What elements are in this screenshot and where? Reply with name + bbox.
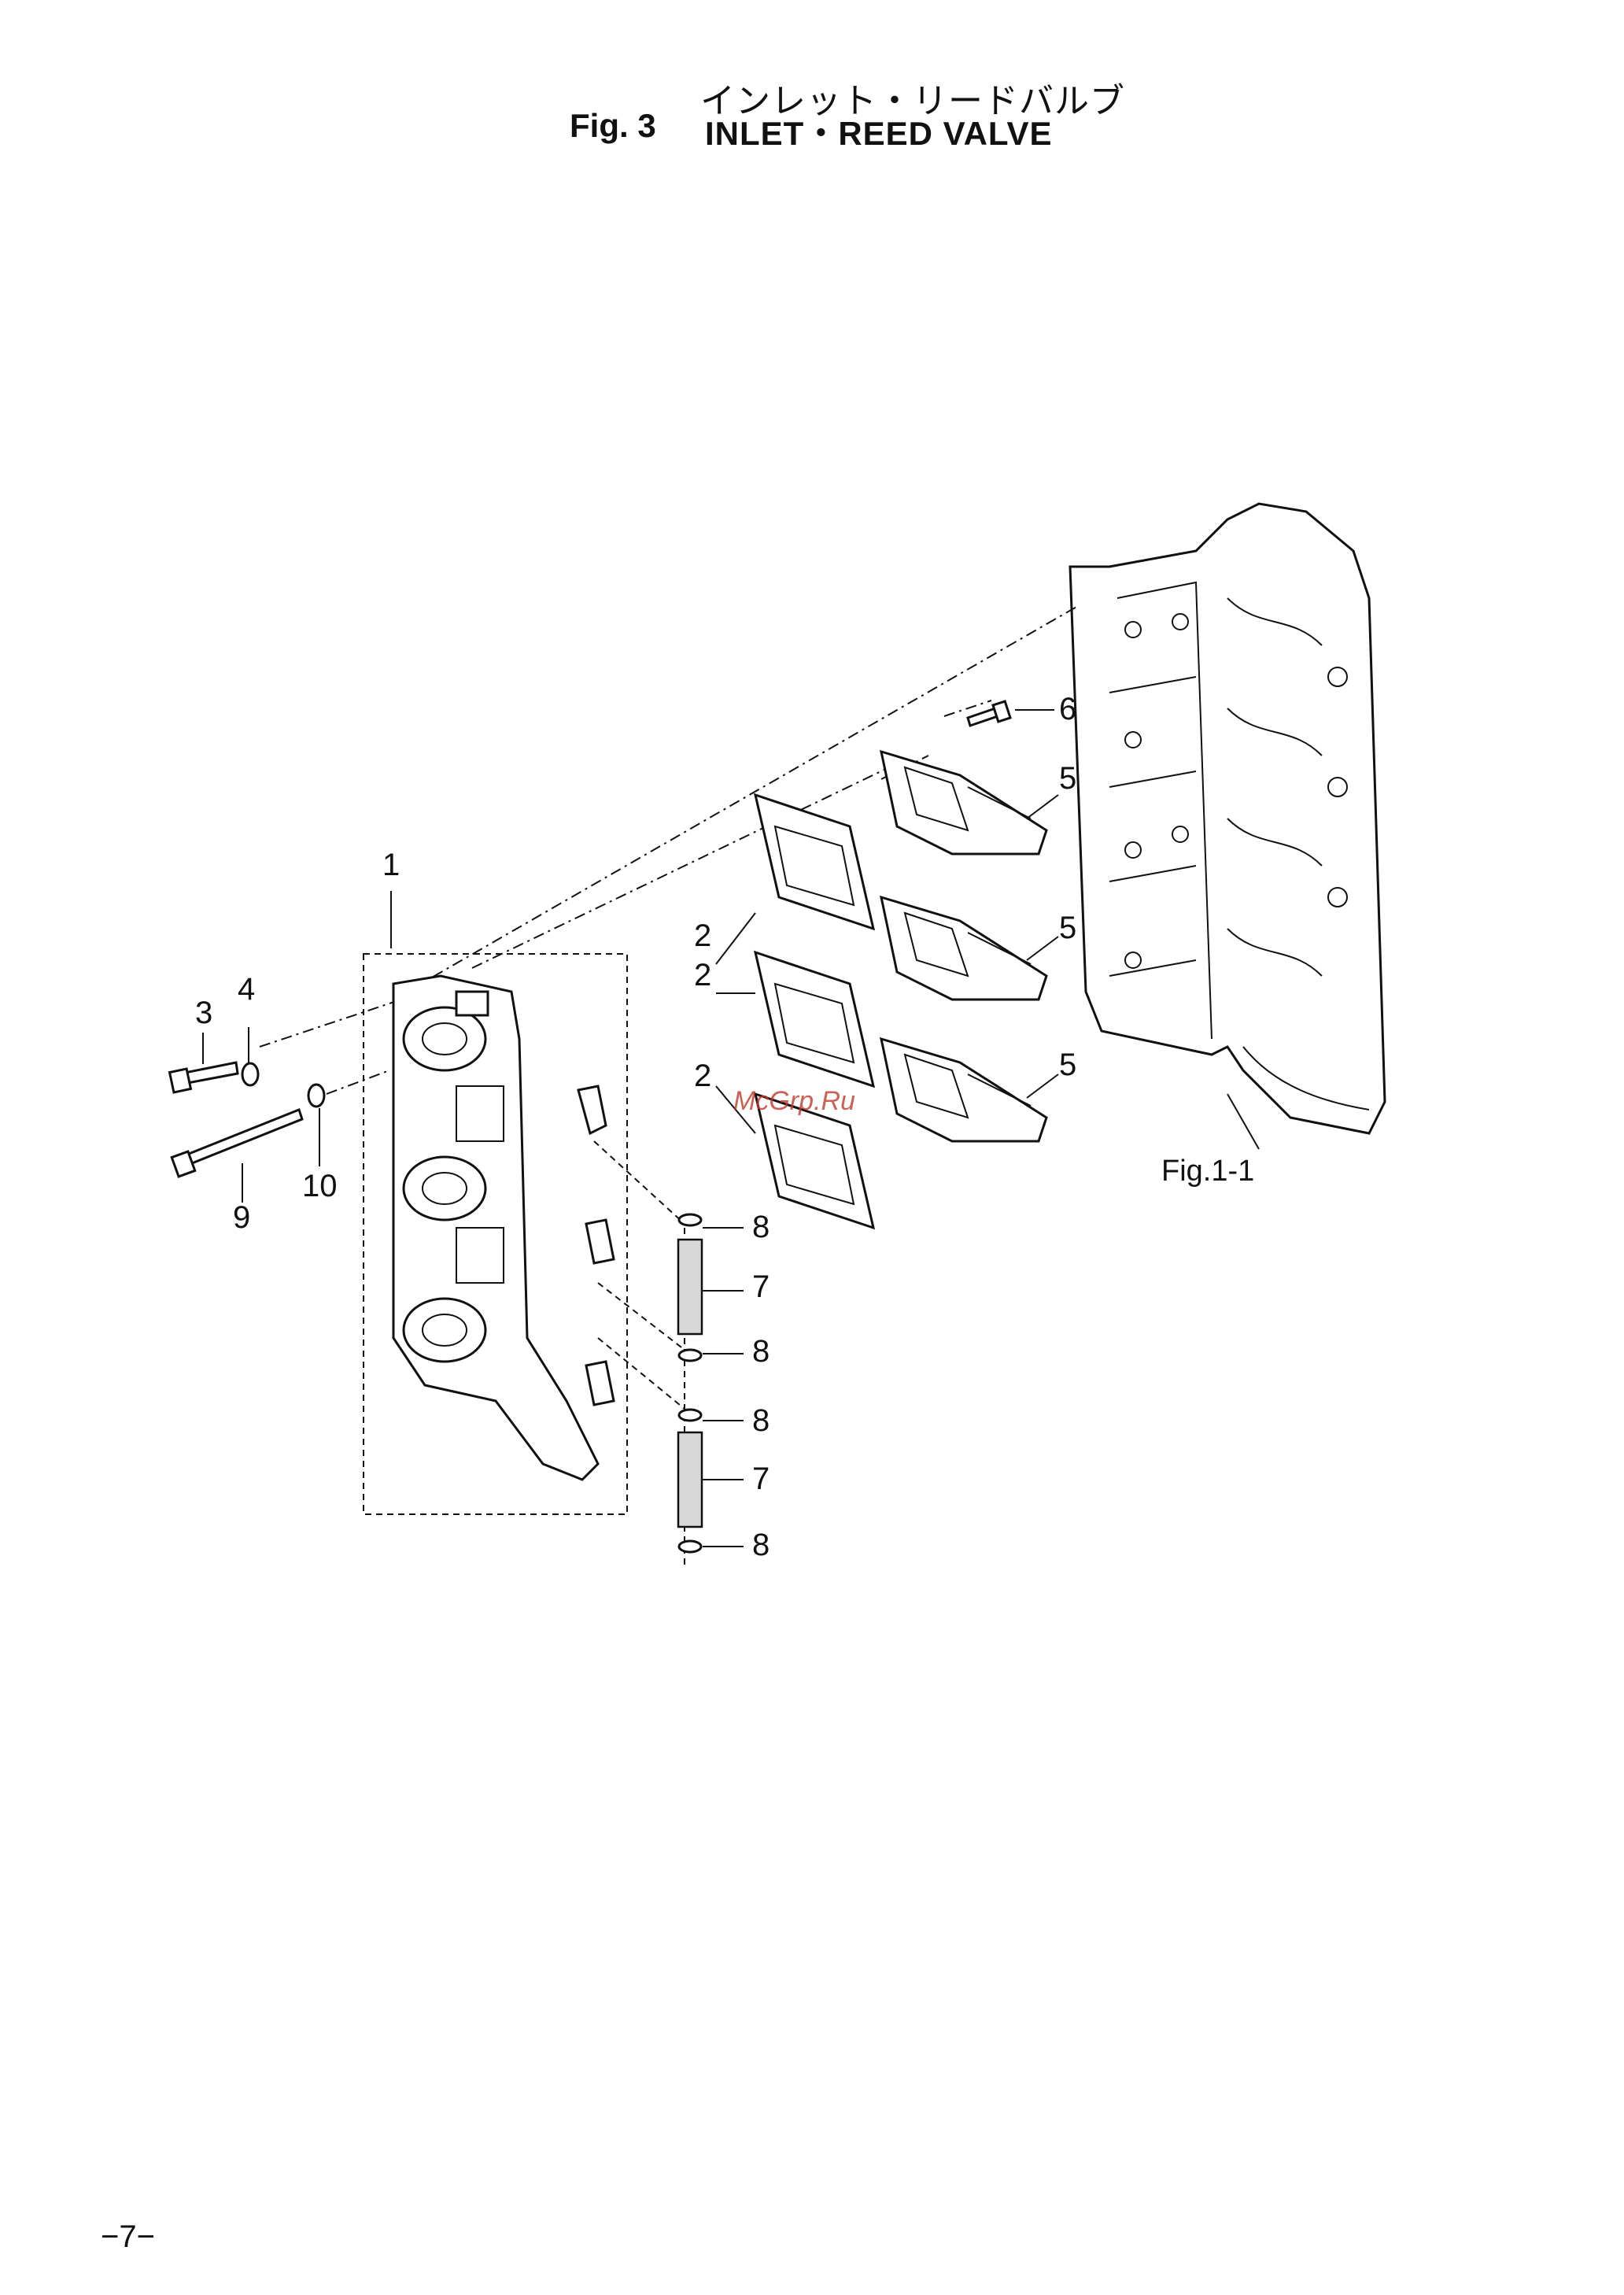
gasket-1 xyxy=(755,795,873,929)
callout-5b: 5 xyxy=(1059,911,1076,945)
callout-5c: 5 xyxy=(1059,1048,1076,1082)
callout-6: 6 xyxy=(1059,692,1076,726)
callout-9: 9 xyxy=(233,1200,250,1235)
callout-2c: 2 xyxy=(694,1059,711,1093)
reed-valve-2 xyxy=(881,897,1046,1000)
callout-8d: 8 xyxy=(752,1528,770,1562)
bolt-3 xyxy=(170,1062,238,1092)
callout-4: 4 xyxy=(238,972,255,1007)
reed-valve-1 xyxy=(881,752,1046,854)
page-number: −7− xyxy=(101,2219,155,2255)
reference-label: Fig.1-1 xyxy=(1161,1155,1254,1188)
engine-block xyxy=(1070,504,1385,1133)
callout-1: 1 xyxy=(382,848,400,882)
callout-10: 10 xyxy=(302,1169,338,1203)
reed-valve-3 xyxy=(881,1039,1046,1141)
bolt-9 xyxy=(172,1110,302,1177)
screw-6 xyxy=(968,701,1010,726)
callout-7b: 7 xyxy=(752,1462,770,1496)
washer-4 xyxy=(242,1063,258,1085)
watermark: McGrp.Ru xyxy=(733,1086,855,1116)
callout-5a: 5 xyxy=(1059,761,1076,796)
washer-10 xyxy=(308,1085,324,1107)
hose-upper xyxy=(678,1240,702,1334)
callout-8b: 8 xyxy=(752,1334,770,1369)
fittings xyxy=(578,1086,614,1405)
gasket-2 xyxy=(755,952,873,1086)
callout-8a: 8 xyxy=(752,1210,770,1244)
callout-8c: 8 xyxy=(752,1403,770,1438)
callout-7a: 7 xyxy=(752,1269,770,1304)
callout-2a: 2 xyxy=(694,918,711,953)
callout-3: 3 xyxy=(195,996,212,1030)
callout-2b: 2 xyxy=(694,958,711,992)
hose-lower xyxy=(678,1432,702,1527)
